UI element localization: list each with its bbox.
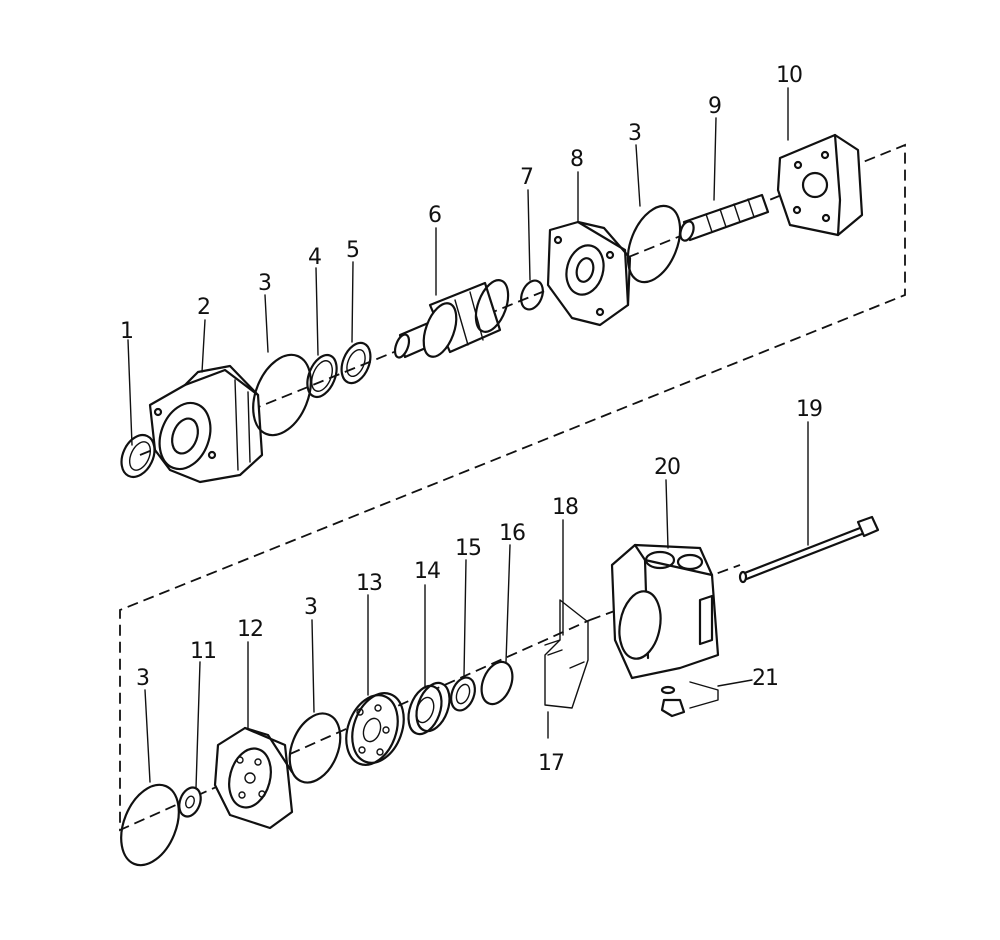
label-part-18: 18 — [552, 495, 578, 520]
part-11-gear — [178, 786, 202, 818]
label-part-3b: 3 — [628, 121, 641, 146]
label-part-9: 9 — [708, 94, 721, 119]
label-part-1: 1 — [120, 319, 133, 344]
part-3-o-ring-a — [252, 353, 312, 437]
label-part-16: 16 — [499, 521, 525, 546]
label-part-13: 13 — [356, 571, 382, 596]
assembly-axis-lines — [119, 143, 906, 832]
part-13-rotor — [345, 692, 405, 766]
label-part-15: 15 — [455, 536, 481, 561]
part-7-ring — [520, 279, 544, 311]
label-part-4: 4 — [308, 245, 321, 270]
part-8-flange-plate — [546, 220, 632, 327]
label-part-6: 6 — [428, 203, 441, 228]
label-part-10: 10 — [776, 63, 802, 88]
label-part-19: 19 — [796, 397, 822, 422]
label-part-3d: 3 — [136, 666, 149, 691]
part-4-washer — [306, 353, 338, 399]
part-15-washer — [450, 676, 476, 712]
part-9-splined-shaft — [679, 193, 770, 242]
label-part-21: 21 — [752, 666, 778, 691]
part-3-o-ring-d — [120, 783, 180, 867]
label-part-3c: 3 — [304, 595, 317, 620]
label-part-5: 5 — [346, 238, 359, 263]
part-12-port-plate — [213, 726, 294, 830]
part-20-valve-body — [610, 543, 720, 680]
label-part-11: 11 — [190, 639, 216, 664]
part-17-18-pins — [544, 599, 589, 709]
part-10-end-cap — [776, 133, 864, 237]
part-2-housing — [148, 364, 264, 484]
label-part-20: 20 — [654, 455, 680, 480]
leader-lines — [127, 87, 809, 789]
label-part-12: 12 — [237, 617, 263, 642]
callout-labels: 1 2 3 4 5 6 7 8 3 9 10 19 20 18 16 15 14… — [120, 63, 823, 776]
part-1-seal-ring — [120, 433, 156, 479]
part-3-o-ring-c — [288, 712, 342, 784]
part-6-shaft-bearing — [393, 279, 510, 359]
part-19-bolt — [738, 515, 880, 584]
part-14-bearing — [407, 681, 451, 736]
label-part-3a: 3 — [258, 271, 271, 296]
label-part-8: 8 — [570, 147, 583, 172]
label-part-2: 2 — [197, 295, 210, 320]
part-16-ring — [480, 660, 514, 706]
part-21-fitting — [660, 681, 719, 718]
label-part-17: 17 — [538, 751, 564, 776]
part-5-washer — [340, 341, 372, 385]
label-part-14: 14 — [414, 559, 440, 584]
part-3-o-ring-b — [626, 204, 682, 284]
label-part-7: 7 — [520, 165, 533, 190]
